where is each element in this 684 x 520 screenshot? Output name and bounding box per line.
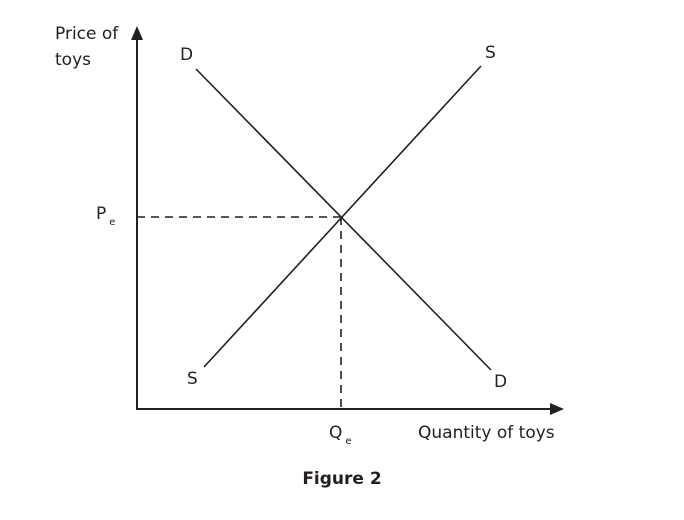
pe-main: P	[96, 204, 107, 224]
pe-sub: e	[109, 217, 116, 228]
supply-label-top: S	[485, 43, 496, 63]
figure-caption: Figure 2	[302, 469, 382, 489]
y-axis-arrow-icon	[131, 26, 143, 40]
x-axis-label: Quantity of toys	[418, 423, 555, 443]
demand-label-bottom: D	[494, 372, 508, 392]
qe-sub: e	[345, 436, 352, 447]
y-axis-label-line1: Price of	[55, 24, 119, 44]
demand-curve	[195, 68, 492, 371]
qe-main: Q	[329, 423, 343, 443]
y-axis-label-line2: toys	[55, 50, 91, 70]
supply-label-bottom: S	[187, 369, 198, 389]
supply-curve	[203, 65, 482, 368]
demand-label-top: D	[180, 45, 194, 65]
x-axis-arrow-icon	[550, 403, 564, 415]
